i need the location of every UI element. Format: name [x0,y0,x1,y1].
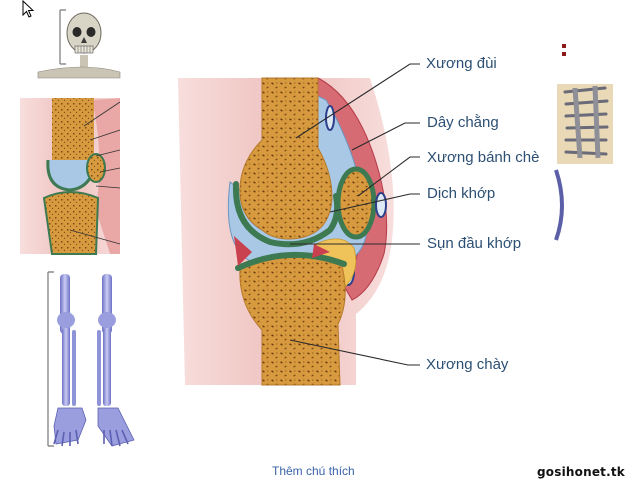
spine-thumbnail [554,84,613,241]
femur [239,77,333,240]
tibia-cartilage [235,251,347,271]
colon-marker-icon [562,44,566,56]
knee-joint-diagram [178,77,394,386]
leader-patella [357,156,420,197]
leader-synovial-fluid [329,193,420,213]
leader-femur [295,63,420,139]
label-tibia: Xương chày [426,356,509,373]
leader-tibia [289,339,420,366]
meniscus [234,236,252,266]
leader-lines [289,63,420,366]
patella [335,166,377,240]
caption-link[interactable]: Thêm chú thích [272,464,355,478]
skull-group [37,9,121,79]
leg-skeleton-thumbnail [47,271,135,447]
label-cartilage: Sụn đầu khớp [427,235,522,252]
small-knee-thumbnail [20,98,121,255]
label-ligament: Dây chằng [427,114,499,131]
leader-ligament [351,122,420,151]
bursa-right [375,192,387,218]
label-patella: Xương bánh chè [427,149,540,166]
label-femur: Xương đùi [426,55,497,72]
label-synovial-fluid: Dịch khớp [427,185,496,202]
mouse-pointer-icon [22,0,35,18]
watermark: gosihonet.tk [537,465,625,479]
